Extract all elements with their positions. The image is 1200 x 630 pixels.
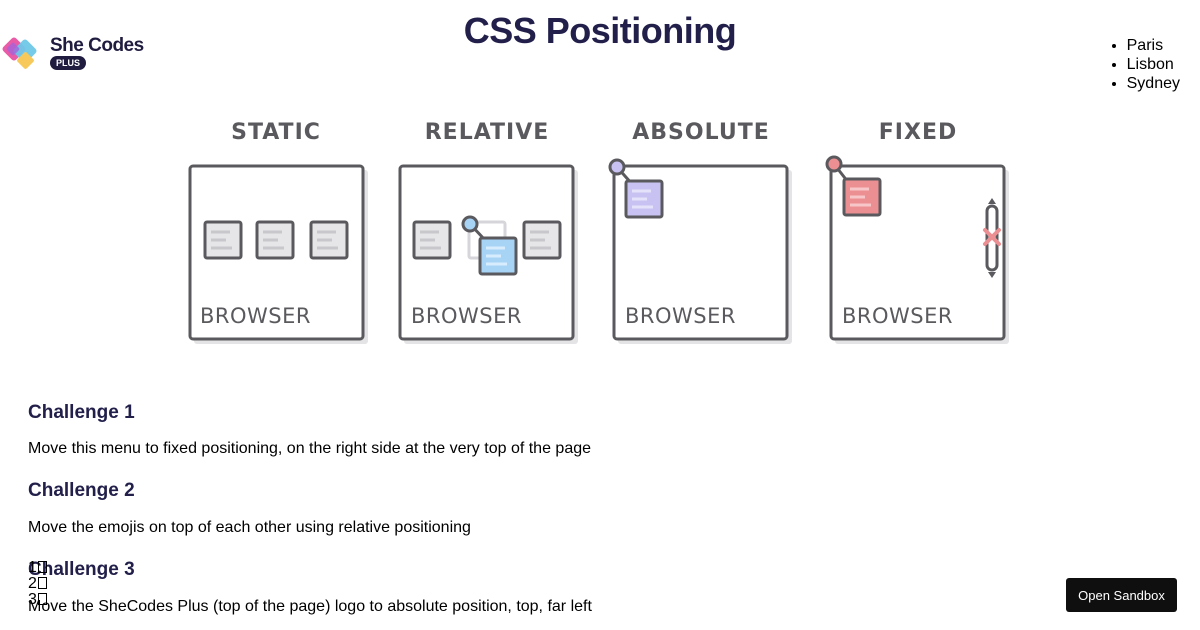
panel-caption-fixed: BROWSER — [842, 304, 953, 328]
emoji-list: 1 2 3 — [28, 560, 47, 608]
panel-caption-static: BROWSER — [200, 304, 311, 328]
panel-label-absolute: ABSOLUTE — [632, 120, 769, 145]
panel-static — [188, 164, 368, 344]
shecodes-logo-icon — [2, 37, 37, 69]
challenge-3-text: Move the SheCodes Plus (top of the page)… — [28, 598, 592, 615]
challenges-section: Challenge 1 Move this menu to fixed posi… — [28, 400, 928, 617]
panel-fixed — [825, 155, 1009, 344]
positioning-diagram: STATIC RELATIVE ABSOLUTE FIXED — [188, 120, 1009, 344]
open-sandbox-button[interactable]: Open Sandbox — [1066, 578, 1177, 612]
missing-glyph-icon — [37, 561, 47, 573]
panel-caption-relative: BROWSER — [411, 304, 522, 328]
challenge-1-text: Move this menu to fixed positioning, on … — [28, 440, 592, 457]
logo-name: She Codes — [50, 35, 144, 56]
shecodes-logo[interactable]: She Codes PLUS — [2, 30, 144, 76]
city-menu: Paris Lisbon Sydney — [1107, 36, 1180, 93]
emoji-3: 3 — [28, 592, 47, 608]
missing-glyph-icon — [37, 577, 47, 589]
challenge-3-title: Challenge 3 — [28, 559, 135, 580]
panel-label-fixed: FIXED — [879, 120, 957, 145]
panel-label-static: STATIC — [231, 120, 321, 145]
emoji-1: 1 — [28, 560, 47, 576]
challenge-2-text: Move the emojis on top of each other usi… — [28, 519, 471, 536]
missing-glyph-icon — [37, 593, 47, 605]
panel-relative — [398, 164, 578, 344]
panel-absolute — [608, 158, 792, 344]
challenge-1-title: Challenge 1 — [28, 402, 135, 423]
logo-plus-badge: PLUS — [50, 56, 87, 70]
menu-item-paris[interactable]: Paris — [1127, 36, 1180, 55]
page-title: CSS Positioning — [463, 10, 737, 51]
panel-label-relative: RELATIVE — [425, 120, 550, 145]
menu-item-sydney[interactable]: Sydney — [1127, 74, 1180, 93]
challenge-2-title: Challenge 2 — [28, 480, 135, 501]
menu-item-lisbon[interactable]: Lisbon — [1127, 55, 1180, 74]
panel-caption-absolute: BROWSER — [625, 304, 736, 328]
emoji-2: 2 — [28, 576, 47, 592]
